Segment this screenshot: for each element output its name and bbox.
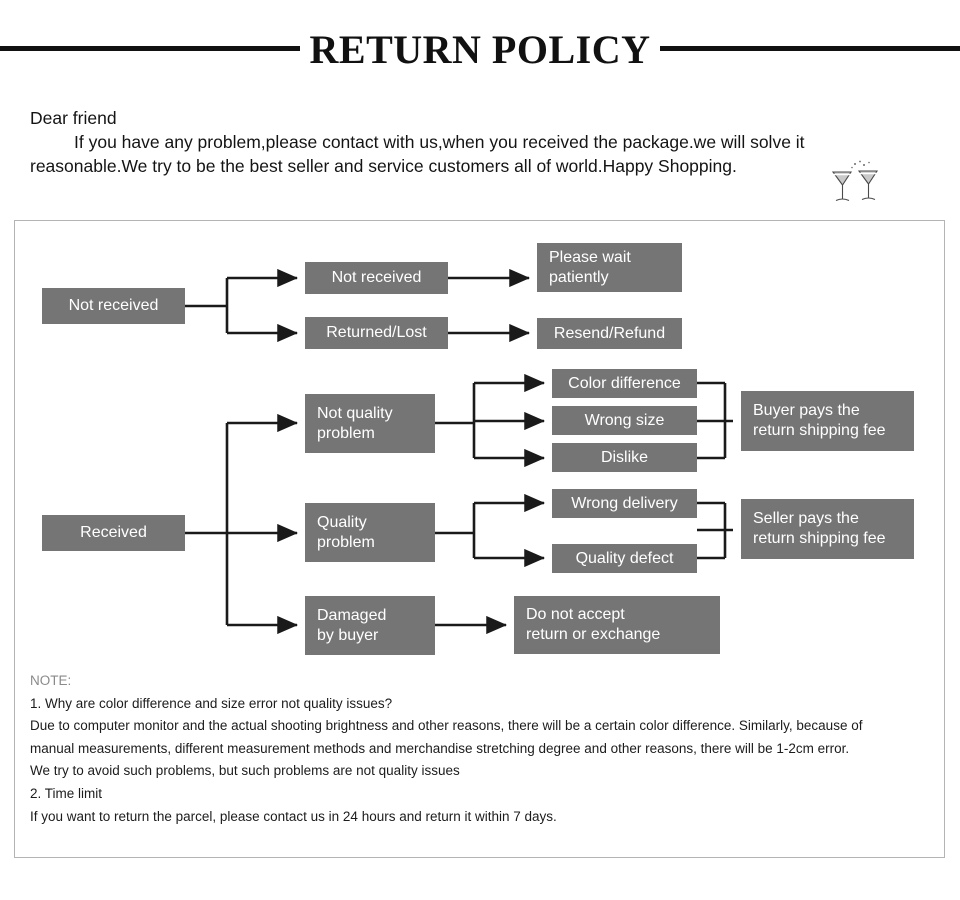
note-block: NOTE: 1. Why are color difference and si… xyxy=(30,670,930,828)
note-line: manual measurements, different measureme… xyxy=(30,740,850,756)
greeting-body: If you have any problem,please contact w… xyxy=(30,132,805,176)
flow-node-not-quality-problem: Not quality problem xyxy=(305,394,435,453)
greeting-block: Dear friend If you have any problem,plea… xyxy=(30,106,910,178)
flow-node-wrong-size: Wrong size xyxy=(552,406,697,435)
flow-node-resend-refund: Resend/Refund xyxy=(537,318,682,349)
note-heading: NOTE: xyxy=(30,673,72,688)
flow-node-dislike: Dislike xyxy=(552,443,697,472)
note-lines: 1. Why are color difference and size err… xyxy=(30,693,930,829)
flow-node-color-difference: Color difference xyxy=(552,369,697,398)
note-line: 2. Time limit xyxy=(30,785,103,801)
flow-node-quality-problem: Quality problem xyxy=(305,503,435,562)
flow-node-returned-lost: Returned/Lost xyxy=(305,317,448,349)
flow-node-please-wait: Please wait patiently xyxy=(537,243,682,292)
page-header: RETURN POLICY xyxy=(0,24,960,76)
greeting-salutation: Dear friend xyxy=(30,108,117,128)
note-line: 1. Why are color difference and size err… xyxy=(30,695,393,711)
flow-node-seller-pays: Seller pays the return shipping fee xyxy=(741,499,914,559)
page-title: RETURN POLICY xyxy=(0,24,960,76)
page-title-text: RETURN POLICY xyxy=(299,27,661,72)
cocktail-glasses-icon xyxy=(831,160,879,202)
flow-node-not-received-status: Not received xyxy=(305,262,448,294)
flow-node-quality-defect: Quality defect xyxy=(552,544,697,573)
flow-node-damaged-by-buyer: Damaged by buyer xyxy=(305,596,435,655)
flow-node-buyer-pays: Buyer pays the return shipping fee xyxy=(741,391,914,451)
note-line: We try to avoid such problems, but such … xyxy=(30,763,460,779)
flow-node-wrong-delivery: Wrong delivery xyxy=(552,489,697,518)
flow-node-received-root: Received xyxy=(42,515,185,551)
note-line: Due to computer monitor and the actual s… xyxy=(30,718,863,734)
flow-node-do-not-accept: Do not accept return or exchange xyxy=(514,596,720,654)
flow-node-not-received-root: Not received xyxy=(42,288,185,324)
note-line: If you want to return the parcel, please… xyxy=(30,808,557,824)
